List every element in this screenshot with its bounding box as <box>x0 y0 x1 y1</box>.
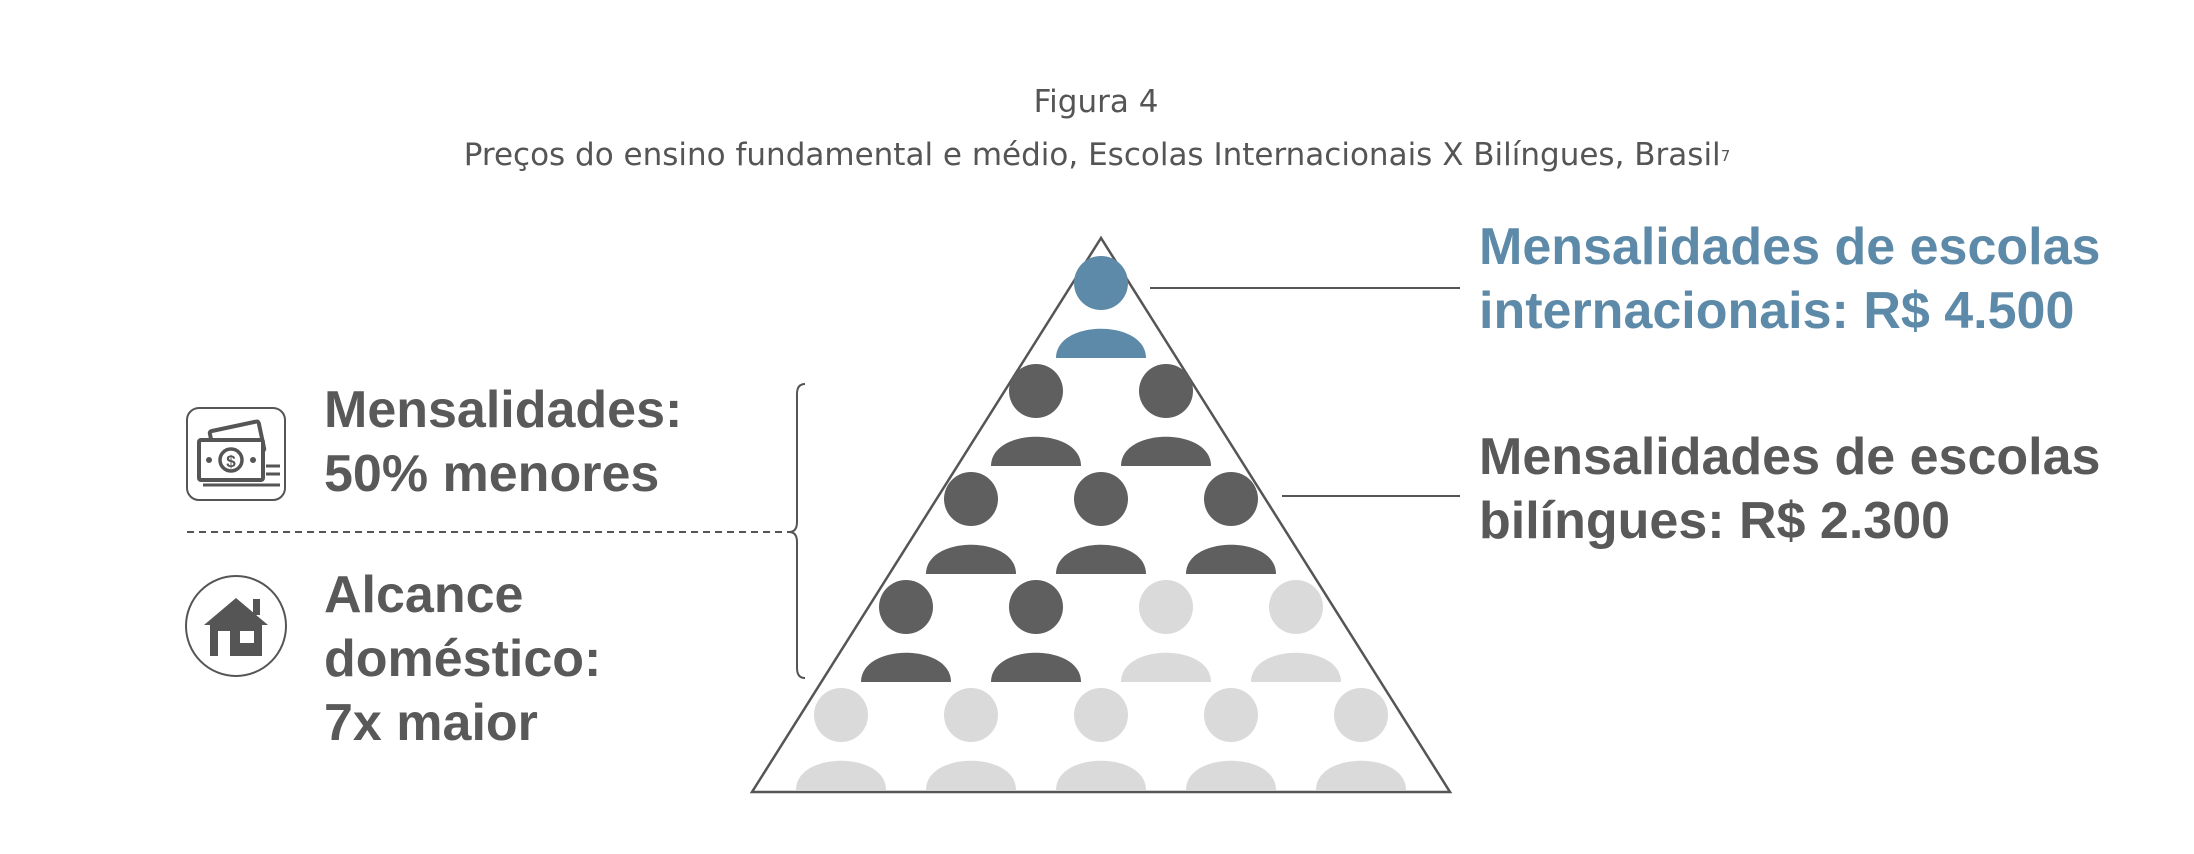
person-icon <box>1186 472 1276 574</box>
label-reach-line2: doméstico: <box>324 630 602 688</box>
footnote-marker: 7 <box>1720 147 1731 165</box>
person-head <box>814 688 868 742</box>
person-head <box>1009 364 1063 418</box>
person-head <box>1334 688 1388 742</box>
person-body <box>1056 760 1146 790</box>
person-body <box>1316 760 1406 790</box>
person-head <box>944 688 998 742</box>
left-bracket <box>788 383 806 679</box>
person-icon <box>926 472 1016 574</box>
label-fees-lower: Mensalidades: 50% menores <box>324 378 682 506</box>
person-icon <box>991 364 1081 466</box>
person-icon <box>991 580 1081 682</box>
person-head <box>1074 688 1128 742</box>
label-international-fees: Mensalidades de escolas internacionais: … <box>1479 215 2100 343</box>
person-body <box>991 652 1081 682</box>
person-head <box>944 472 998 526</box>
person-body <box>991 436 1081 466</box>
person-head <box>1204 472 1258 526</box>
person-icon <box>1186 688 1276 790</box>
label-fees-line2: 50% menores <box>324 445 660 503</box>
label-bilingual-line1: Mensalidades de escolas <box>1479 428 2101 486</box>
svg-text:$: $ <box>226 452 236 471</box>
label-bilingual-fees: Mensalidades de escolas bilíngues: R$ 2.… <box>1479 425 2100 553</box>
person-body <box>1121 436 1211 466</box>
figure-title-block: Figura 4 Preços do ensino fundamental e … <box>0 80 2194 177</box>
people-group <box>796 256 1406 790</box>
person-body <box>926 760 1016 790</box>
figure-caption: Preços do ensino fundamental e médio, Es… <box>0 133 2194 177</box>
label-reach-line3: 7x maior <box>324 694 538 752</box>
label-international-line1: Mensalidades de escolas <box>1479 218 2101 276</box>
figure-caption-text: Preços do ensino fundamental e médio, Es… <box>463 137 1721 173</box>
person-body <box>1186 760 1276 790</box>
person-head <box>1074 472 1128 526</box>
person-body <box>926 544 1016 574</box>
person-body <box>1121 652 1211 682</box>
person-body <box>1186 544 1276 574</box>
label-fees-line1: Mensalidades: <box>324 381 683 439</box>
person-head <box>1269 580 1323 634</box>
person-head <box>1074 256 1128 310</box>
person-head <box>1139 580 1193 634</box>
person-icon <box>1251 580 1341 682</box>
person-icon <box>1056 472 1146 574</box>
label-reach-line1: Alcance <box>324 566 524 624</box>
person-icon <box>796 688 886 790</box>
person-body <box>861 652 951 682</box>
person-head <box>1139 364 1193 418</box>
person-icon <box>1056 688 1146 790</box>
person-body <box>1056 544 1146 574</box>
person-icon <box>1056 256 1146 358</box>
house-icon <box>185 575 287 677</box>
money-icon: $ <box>186 407 286 501</box>
pyramid-outline <box>749 235 1453 794</box>
person-icon <box>1316 688 1406 790</box>
label-domestic-reach: Alcance doméstico: 7x maior <box>324 563 601 755</box>
person-icon <box>926 688 1016 790</box>
person-icon <box>1121 364 1211 466</box>
person-body <box>796 760 886 790</box>
person-body <box>1251 652 1341 682</box>
figure-label: Figura 4 <box>1033 84 1159 120</box>
person-body <box>1056 328 1146 358</box>
person-icon <box>1121 580 1211 682</box>
label-bilingual-line2: bilíngues: R$ 2.300 <box>1479 492 1951 550</box>
person-head <box>879 580 933 634</box>
label-international-line2: internacionais: R$ 4.500 <box>1479 282 2075 340</box>
person-icon <box>861 580 951 682</box>
person-head <box>1204 688 1258 742</box>
person-head <box>1009 580 1063 634</box>
